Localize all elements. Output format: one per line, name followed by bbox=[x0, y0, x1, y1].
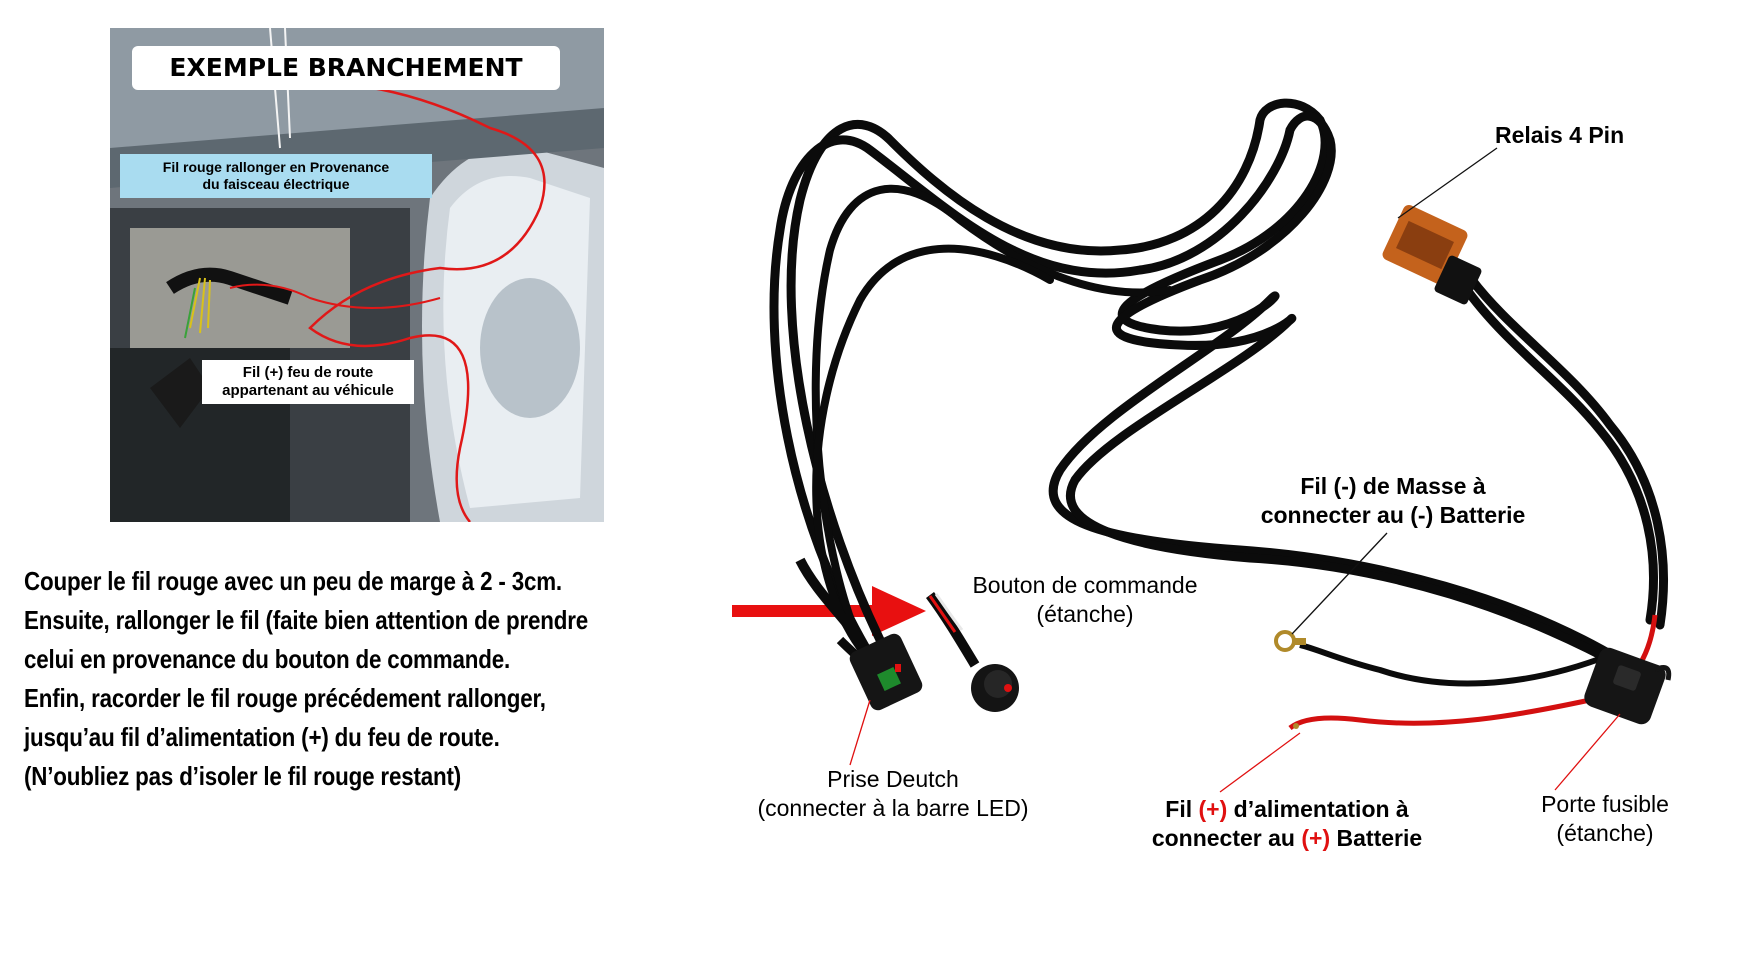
high-beam-label: Fil (+) feu de route appartenant au véhi… bbox=[202, 360, 414, 404]
power-label: Fil (+) d’alimentation à connecter au (+… bbox=[1122, 795, 1452, 853]
instruction-line: celui en provenance du bouton de command… bbox=[24, 644, 511, 674]
fuse-label-line1: Porte fusible bbox=[1541, 791, 1669, 817]
relay-icon bbox=[1382, 204, 1482, 305]
power-label-line1: Fil (+) d’alimentation à bbox=[1122, 795, 1452, 824]
switch-label: Bouton de commande (étanche) bbox=[960, 571, 1210, 629]
fuse-label-line2: (étanche) bbox=[1556, 820, 1654, 846]
instructions: Couper le fil rouge avec un peu de marge… bbox=[24, 562, 721, 796]
black-callout-lines bbox=[1291, 147, 1498, 635]
high-beam-label-line2: appartenant au véhicule bbox=[222, 382, 394, 399]
plug-callout-line bbox=[849, 699, 871, 766]
callout-lines bbox=[849, 699, 1621, 793]
plug-label-line2: (connecter à la barre LED) bbox=[757, 795, 1029, 821]
ground-label-line2: connecter au (-) Batterie bbox=[1260, 502, 1526, 528]
power-label-text: Fil bbox=[1165, 796, 1199, 822]
plug-label-line1: Prise Deutch bbox=[827, 766, 959, 792]
instruction-line: Enfin, racorder le fil rouge précédement… bbox=[24, 683, 546, 713]
relay-callout-line bbox=[1397, 147, 1498, 219]
plug-label: Prise Deutch (connecter à la barre LED) bbox=[733, 765, 1053, 823]
main-cable bbox=[769, 98, 1668, 673]
example-photo: EXEMPLE BRANCHEMENT Fil rouge rallonger … bbox=[110, 28, 604, 522]
fuse-callout-line bbox=[1554, 713, 1621, 791]
ground-label: Fil (-) de Masse à connecter au (-) Batt… bbox=[1233, 472, 1553, 530]
switch-label-line1: Bouton de commande bbox=[972, 572, 1198, 598]
power-label-text: d’alimentation à bbox=[1227, 796, 1409, 822]
high-beam-label-line1: Fil (+) feu de route bbox=[242, 364, 374, 381]
power-label-line2: connecter au (+) Batterie bbox=[1122, 824, 1452, 853]
wire-extension-label-line2: du faisceau électrique bbox=[202, 176, 350, 192]
ground-label-line1: Fil (-) de Masse à bbox=[1300, 473, 1486, 499]
power-callout-line bbox=[1219, 732, 1301, 793]
instruction-line: jusqu’au fil d’alimentation (+) du feu d… bbox=[24, 722, 500, 752]
switch-icon bbox=[971, 664, 1019, 712]
instruction-line: (N’oubliez pas d’isoler le fil rouge res… bbox=[24, 761, 462, 791]
switch-label-line2: (étanche) bbox=[1036, 601, 1134, 627]
plus-sign: (+) bbox=[1301, 825, 1331, 851]
wire-extension-label-line1: Fil rouge rallonger en Provenance bbox=[162, 159, 390, 175]
ground-callout-line bbox=[1291, 532, 1388, 635]
deutsch-plug-icon bbox=[849, 633, 923, 711]
plus-sign: (+) bbox=[1198, 796, 1228, 822]
power-label-text: Batterie bbox=[1330, 825, 1423, 851]
power-label-text: connecter au bbox=[1151, 825, 1302, 851]
fuse-label: Porte fusible (étanche) bbox=[1505, 790, 1705, 848]
instruction-line: Ensuite, rallonger le fil (faite bien at… bbox=[24, 605, 589, 635]
photo-title: EXEMPLE BRANCHEMENT bbox=[132, 46, 560, 90]
ring-terminal-icon bbox=[1274, 630, 1306, 652]
switch-lead bbox=[925, 592, 980, 668]
instruction-line: Couper le fil rouge avec un peu de marge… bbox=[24, 566, 562, 596]
fuse-holder-icon bbox=[1584, 647, 1672, 725]
ground-wire bbox=[1299, 642, 1612, 687]
wire-extension-label: Fil rouge rallonger en Provenance du fai… bbox=[120, 154, 432, 198]
relay-label: Relais 4 Pin bbox=[1495, 122, 1625, 148]
